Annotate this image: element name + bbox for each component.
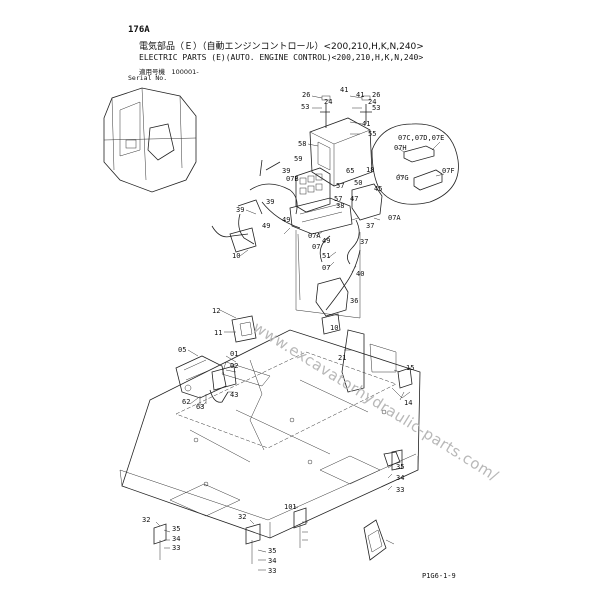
callout-label: 53 [301,103,309,111]
callout-label: 10 [232,252,240,260]
callout-label: 36 [350,297,358,305]
cab-reference-icon [103,87,197,193]
callout-label: 53 [372,104,380,112]
controller-ecu [309,95,373,187]
callout-label: 07A [308,232,321,240]
callout-label: 39 [266,198,274,206]
callout-label: 49 [262,222,270,230]
callout-label: 41 [356,91,364,99]
callout-label: 32 [238,513,246,521]
callout-label: 57 [336,182,344,190]
callout-label: 35 [268,547,276,555]
callout-label: 07B [286,175,299,183]
title-english: ELECTRIC PARTS (E)(AUTO. ENGINE CONTROL)… [139,53,424,62]
callout-label: 07G [396,174,409,182]
callout-label: 24 [368,98,376,106]
callout-label: 07C,07D,07E [398,134,444,142]
callout-label: 43 [230,391,238,399]
bottom-fasteners [153,449,403,564]
callout-label: 65 [346,167,354,175]
callout-label: 26 [372,91,380,99]
callout-label: 34 [268,557,276,565]
callout-label: 63 [196,403,204,411]
floor-frame [119,329,421,539]
callout-label: 07 [322,264,330,272]
callout-label: 58 [298,140,306,148]
callout-label: 37 [366,222,374,230]
callout-label: 62 [182,398,190,406]
callout-label: 33 [172,544,180,552]
page-number: 176A [128,25,150,35]
leader-lines [155,95,445,571]
callout-label: 12 [212,307,220,315]
support-posts [295,230,361,319]
callout-label: 15 [406,364,414,372]
callout-label: 21 [338,354,346,362]
callout-label: 57 [334,195,342,203]
callout-label: 101 [284,503,297,511]
callout-label: 10 [330,324,338,332]
callout-label: 34 [396,474,404,482]
serial-english: Serial No. [128,74,168,82]
callout-label: 49 [322,237,330,245]
callout-label: 41 [362,120,370,128]
callout-label: 01 [230,350,238,358]
callout-label: 05 [178,346,186,354]
left-components [175,315,257,406]
callout-label: 51 [322,252,330,260]
connector-detail-inset [371,123,459,205]
callout-label: 55 [368,130,376,138]
callout-label: 33 [268,567,276,575]
callout-label: 59 [294,155,302,163]
callout-label: 35 [396,463,404,471]
watermark: www.excavatorhydraulic-parts.com/ [250,318,502,485]
callout-label: 24 [324,98,332,106]
callout-label: 40 [356,270,364,278]
serial-japanese: 適用号機 100001- [139,68,199,76]
callout-label: 33 [396,486,404,494]
relay-harness-cluster [211,159,383,335]
callout-labels: 26 41 24 53 26 41 24 53 41 55 58 18 07C,… [142,86,455,575]
callout-label: 07H [394,144,407,152]
callout-label: 38 [336,202,344,210]
callout-label: 07A [388,214,401,222]
callout-label: 45 [374,185,382,193]
title-japanese: 電気部品（Ｅ）（自動エンジンコントロール）<200,210,H,K,N,240> [139,42,424,52]
callout-label: 18 [366,166,374,174]
callout-label: 41 [340,86,348,94]
callout-label: 39 [236,206,244,214]
callout-label: 34 [172,535,180,543]
callout-label: 32 [142,516,150,524]
callout-label: 47 [350,195,358,203]
callout-label: 02 [230,362,238,370]
callout-label: 14 [404,399,412,407]
callout-label: 35 [172,525,180,533]
callout-label: 49 [282,216,290,224]
callout-label: 07 [312,243,320,251]
callout-label: 39 [282,167,290,175]
callout-label: 50 [354,179,362,187]
part-101-icon [363,519,387,561]
callout-label: 11 [214,329,222,337]
callout-label: 07F [442,167,455,175]
drawing-code: P1G6-1-9 [422,572,456,580]
callout-label: 26 [302,91,310,99]
callout-label: 37 [360,238,368,246]
